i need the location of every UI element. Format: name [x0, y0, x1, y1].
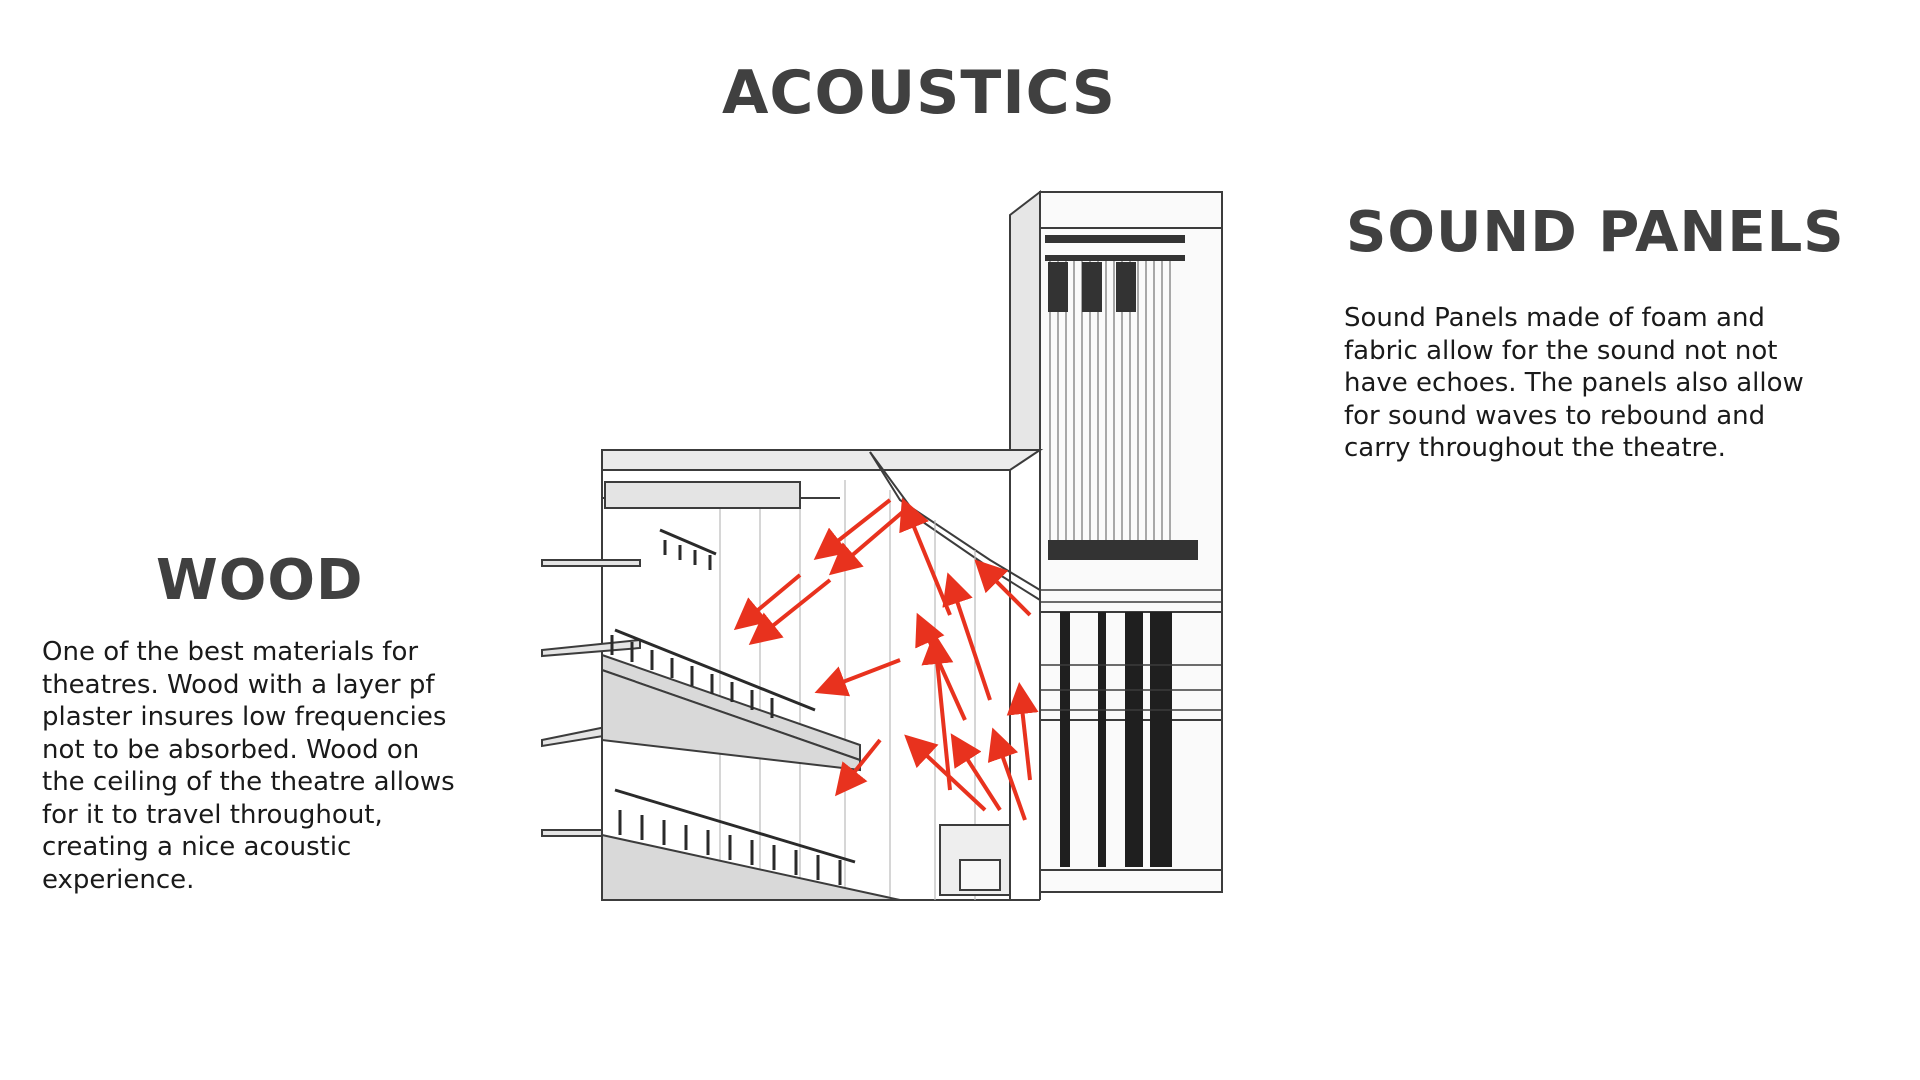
balconies: [541, 481, 801, 837]
upper-seating-tier: [601, 653, 861, 772]
page-title: ACOUSTICS: [721, 58, 1117, 128]
wall-panels: [719, 480, 976, 900]
lower-seating-tier: [601, 833, 901, 901]
curtains: [1060, 612, 1172, 867]
sound-reflection-arrows: [733, 497, 1039, 821]
theatre-section-diagram: [541, 189, 1223, 901]
wood-heading: WOOD: [156, 548, 364, 613]
tower-gallery: [1040, 589, 1222, 711]
stage-pit: [939, 824, 1011, 896]
seat-rows: [610, 528, 856, 885]
sound-panels-heading: SOUND PANELS: [1346, 200, 1845, 265]
sound-panels-description: Sound Panels made of foam and fabric all…: [1344, 303, 1804, 463]
rigging-grid: [1045, 235, 1198, 560]
wood-description: One of the best materials for theatres. …: [42, 637, 455, 895]
